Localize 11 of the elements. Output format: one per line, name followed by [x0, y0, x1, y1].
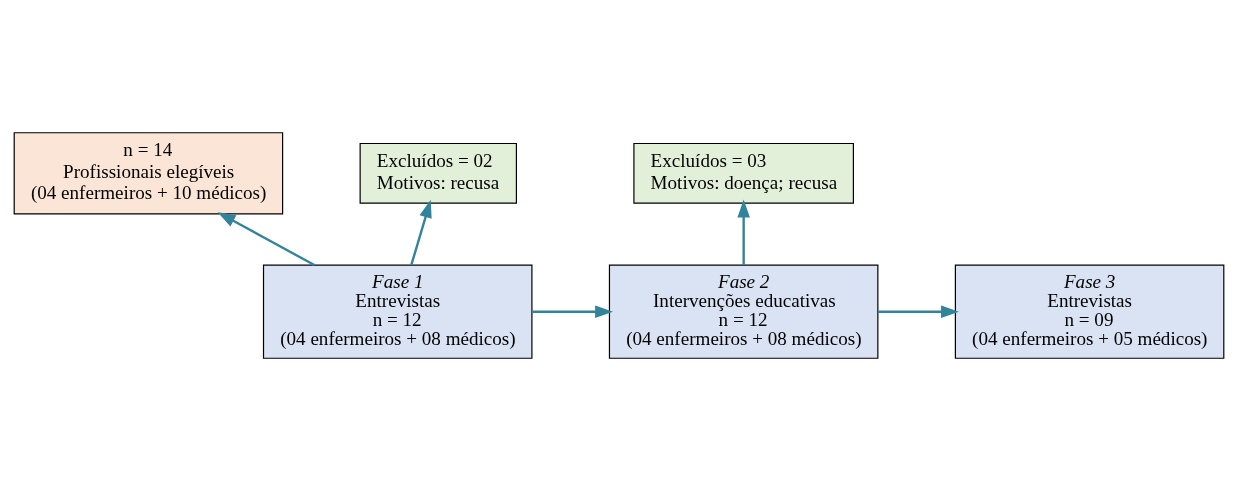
- node-box: Excluídos = 03 Motivos: doença; recusa: [633, 142, 854, 204]
- arrow: [217, 212, 315, 267]
- node-box: Fase 1 Entrevistas n = 12 (04 enfermeiros + 08 médicos): [262, 264, 533, 359]
- arrow: [410, 199, 432, 266]
- node-box: Fase 3 Entrevistas n = 09 (04 enfermeiros + 05 médicos): [954, 264, 1225, 359]
- node-box: Fase 2 Intervenções educativas n = 12 (04 enfermeiros + 08 médicos): [608, 264, 879, 359]
- node-box: n = 14 Profissionais elegíveis (04 enfermeiros + 10 médicos): [13, 132, 284, 215]
- arrow: [532, 305, 614, 318]
- node-box: Excluídos = 02 Motivos: recusa: [359, 142, 517, 204]
- arrow: [737, 199, 750, 265]
- arrow: [878, 305, 959, 318]
